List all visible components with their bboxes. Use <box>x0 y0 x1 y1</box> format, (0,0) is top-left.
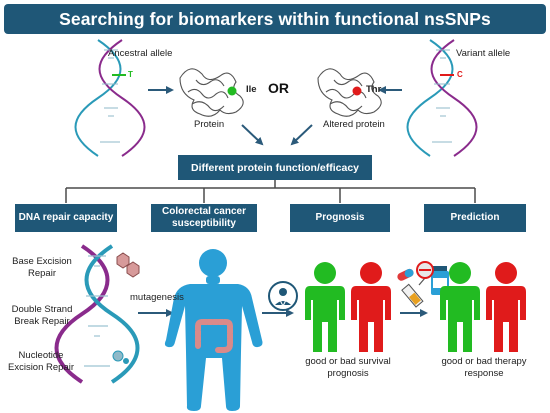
dsbr-label: Double Strand Break Repair <box>11 304 73 327</box>
dna-helix-left-icon <box>74 39 146 157</box>
ancestral-residue-icon <box>227 86 237 96</box>
or-label: OR <box>268 80 289 96</box>
protein-label: Protein <box>194 119 225 130</box>
ner-label: Nucleotide Excision Repair <box>8 350 74 373</box>
dna-repair-helix-icon <box>54 244 140 384</box>
altered-protein-structure-icon <box>317 68 382 117</box>
repair-enzyme-icon <box>116 252 140 278</box>
pill-icon <box>397 268 414 281</box>
variant-nucleotide: C <box>457 70 463 79</box>
variant-amino-acid: Thr <box>366 84 382 95</box>
therapy-caption: good or bad therapy response <box>441 356 527 379</box>
bad-response-person-icon <box>486 262 526 352</box>
category-dna-repair-capacity: DNA repair capacity <box>15 204 117 232</box>
variant-allele-label: Variant allele <box>456 48 511 59</box>
ber-label: Base Excision Repair <box>12 256 72 279</box>
repair-lesion-icon <box>112 350 129 364</box>
top-arrows <box>148 86 402 146</box>
variant-residue-icon <box>352 86 362 96</box>
ancestral-nucleotide: T <box>128 70 133 79</box>
ancestral-allele-label: Ancestral allele <box>108 48 173 59</box>
good-response-person-icon <box>440 262 480 352</box>
good-prognosis-person-icon <box>305 262 345 352</box>
protein-function-box: Different protein function/efficacy <box>178 155 372 180</box>
category-crc-susceptibility: Colorectal cancer susceptibility <box>151 204 257 232</box>
colon-icon <box>195 319 233 353</box>
human-body-icon <box>164 249 263 411</box>
syringe-icon <box>401 277 426 308</box>
bad-prognosis-person-icon <box>351 262 391 352</box>
prognosis-caption: good or bad survival prognosis <box>305 356 391 379</box>
altered-protein-label: Altered protein <box>323 119 385 130</box>
category-prognosis: Prognosis <box>290 204 390 232</box>
dna-helix-right-icon <box>406 39 478 157</box>
category-prediction: Prediction <box>424 204 526 232</box>
mutagenesis-label: mutagenesis <box>130 292 184 303</box>
page-title: Searching for biomarkers within function… <box>4 4 546 34</box>
doctor-icon <box>268 281 298 311</box>
protein-structure-icon <box>179 68 244 117</box>
tree-connectors <box>65 180 476 203</box>
capsule-disc-icon <box>416 261 434 279</box>
ancestral-amino-acid: Ile <box>246 84 257 95</box>
